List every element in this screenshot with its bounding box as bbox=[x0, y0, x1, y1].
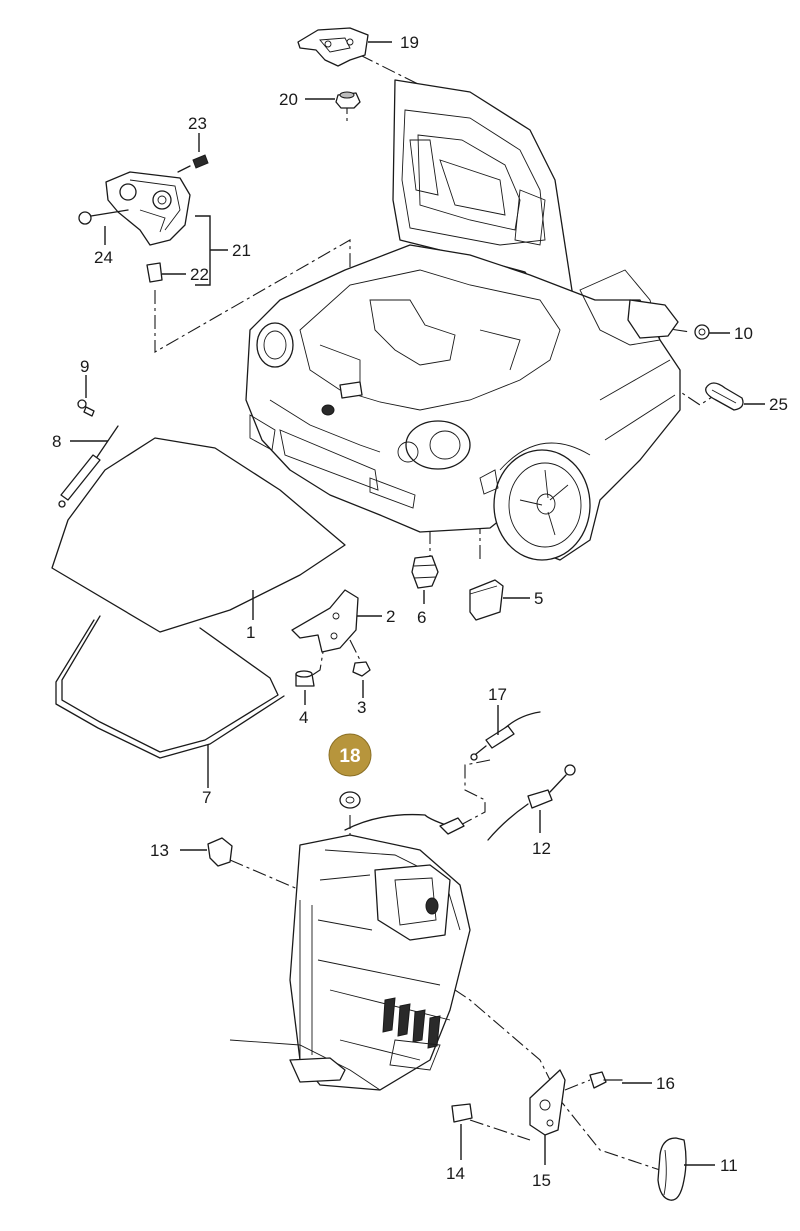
part-16-screw: 16 bbox=[589, 1071, 675, 1093]
callout-19: 19 bbox=[400, 33, 419, 52]
callout-18: 18 bbox=[339, 746, 360, 767]
callout-9: 9 bbox=[80, 357, 89, 376]
inner-panel bbox=[229, 834, 471, 1091]
part-12-cable: 12 bbox=[344, 764, 576, 858]
callout-14: 14 bbox=[446, 1164, 465, 1183]
callout-7: 7 bbox=[202, 788, 211, 807]
callout-22: 22 bbox=[190, 265, 209, 284]
part-8-gas-strut: 9 8 bbox=[52, 357, 119, 508]
callout-5: 5 bbox=[534, 589, 543, 608]
part-20-grommet: 20 bbox=[279, 90, 361, 109]
callout-11: 11 bbox=[720, 1156, 738, 1175]
callout-2: 2 bbox=[386, 607, 395, 626]
callout-4: 4 bbox=[299, 708, 308, 727]
callout-13: 13 bbox=[150, 841, 169, 860]
callout-10: 10 bbox=[734, 324, 753, 343]
callout-16: 16 bbox=[656, 1074, 675, 1093]
part-7-seal: 7 bbox=[55, 615, 285, 807]
callout-21: 21 bbox=[232, 241, 251, 260]
part-15-bracket: 15 bbox=[529, 1069, 566, 1190]
part-18-grommet bbox=[339, 791, 361, 809]
callout-24: 24 bbox=[94, 248, 113, 267]
callout-15: 15 bbox=[532, 1171, 551, 1190]
part-10-plug: 10 bbox=[694, 324, 753, 343]
part-4-buffer: 4 bbox=[295, 670, 315, 727]
callout-20: 20 bbox=[279, 90, 298, 109]
part-3-bolt: 3 bbox=[352, 661, 371, 717]
part-17-cable: 17 bbox=[470, 685, 541, 761]
part-11-cover: 11 bbox=[657, 1137, 738, 1201]
callout-8: 8 bbox=[52, 432, 61, 451]
part-14-clip: 14 bbox=[446, 1103, 473, 1183]
callout-17: 17 bbox=[488, 685, 507, 704]
highlighted-callout-18[interactable]: 18 bbox=[328, 733, 372, 777]
part-6-bump-stop: 6 bbox=[411, 555, 439, 627]
callout-1: 1 bbox=[246, 623, 255, 642]
part-5-block: 5 bbox=[469, 579, 543, 621]
callout-6: 6 bbox=[417, 608, 426, 627]
callout-23: 23 bbox=[188, 114, 207, 133]
part-19-bracket: 19 bbox=[297, 27, 419, 67]
part-13-clip: 13 bbox=[150, 837, 233, 867]
callout-3: 3 bbox=[357, 698, 366, 717]
part-21-lock-assembly: 23 24 22 21 bbox=[78, 114, 251, 286]
part-1-hood: 1 bbox=[51, 437, 346, 642]
callout-12: 12 bbox=[532, 839, 551, 858]
part-25-grille: 25 bbox=[705, 382, 788, 414]
part-2-hinge: 2 bbox=[291, 589, 395, 653]
vehicle-body bbox=[245, 79, 681, 561]
callout-25: 25 bbox=[769, 395, 788, 414]
